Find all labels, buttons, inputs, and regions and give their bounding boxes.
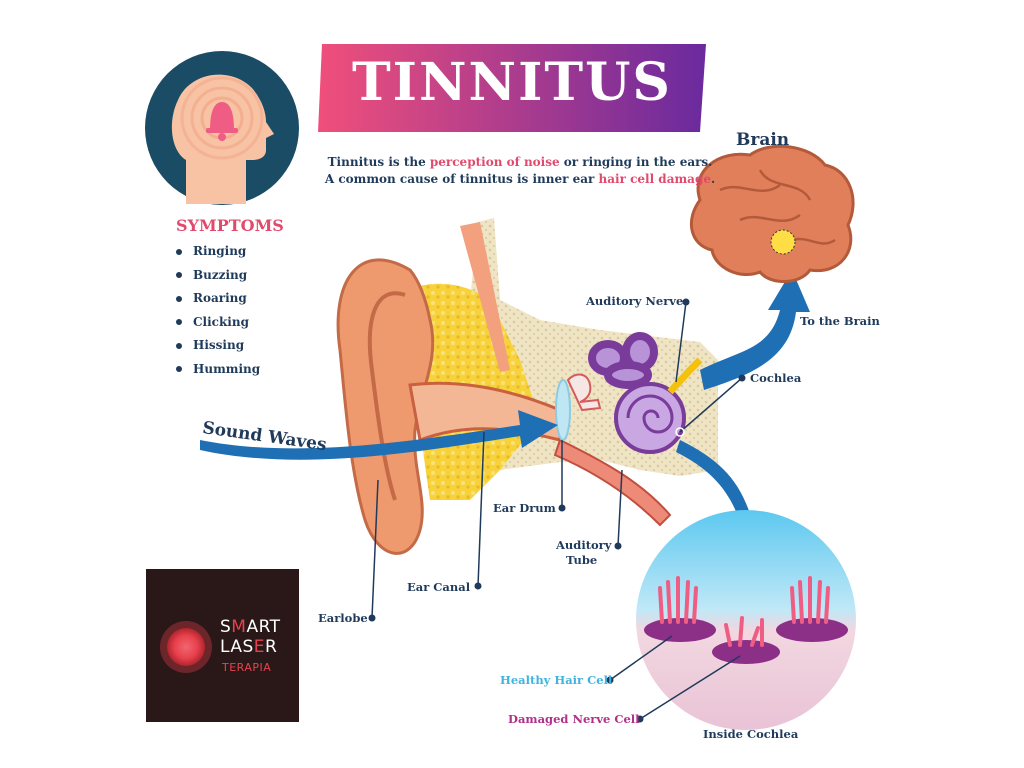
symptom-item: Buzzing	[176, 266, 260, 290]
intro-text: .	[710, 172, 716, 186]
auditory-tube-shape	[553, 438, 672, 527]
logo-mark-icon	[160, 621, 212, 673]
brain-illustration	[690, 144, 855, 283]
intro-text: or ringing in the ears.	[559, 155, 713, 169]
inside-cochlea-detail	[636, 510, 856, 730]
logo-text: LAS	[220, 637, 254, 657]
symptom-item: Clicking	[176, 313, 260, 337]
symptom-label: Buzzing	[193, 267, 248, 282]
logo-text: S	[220, 617, 232, 637]
symptoms-list: Ringing Buzzing Roaring Clicking Hissing…	[176, 242, 260, 383]
skin-layer	[460, 222, 510, 372]
symptom-item: Ringing	[176, 242, 260, 266]
auditory-tube-label-1: Auditory	[556, 538, 612, 552]
symptom-label: Clicking	[193, 314, 249, 329]
intro-highlight: hair cell damage	[598, 172, 711, 186]
title-banner	[318, 44, 706, 132]
intro-line-2: A common cause of tinnitus is inner ear …	[300, 172, 740, 186]
cochlea-label: Cochlea	[750, 371, 802, 385]
auditory-nerve-shape	[667, 357, 703, 395]
inside-cochlea-label: Inside Cochlea	[703, 727, 799, 741]
outer-ear	[336, 258, 435, 555]
symptom-label: Hissing	[193, 338, 245, 352]
ear-drum-label: Ear Drum	[493, 501, 556, 515]
smart-laser-logo: SMART LASER TERAPIA	[146, 569, 299, 722]
logo-line-1: SMART	[220, 617, 281, 637]
healthy-hair-cell-label: Healthy Hair Cell	[500, 673, 613, 687]
damaged-nerve-cell-label: Damaged Nerve Cell	[508, 712, 640, 726]
logo-text: E	[253, 637, 266, 657]
intro-line-1: Tinnitus is the perception of noise or r…	[300, 155, 740, 169]
logo-text: ART	[246, 617, 281, 637]
intro-text: A common cause of tinnitus is inner ear	[324, 172, 599, 186]
logo-line-2: LASER	[220, 637, 277, 657]
symptoms-heading: SYMPTOMS	[176, 216, 284, 235]
leader-lines	[371, 301, 743, 720]
brain-label: Brain	[736, 130, 790, 150]
symptom-item: Roaring	[176, 289, 260, 313]
leader-dots	[368, 298, 746, 723]
symptom-label: Humming	[193, 361, 261, 376]
to-the-brain-label: To the Brain	[800, 314, 880, 328]
auditory-tube-label-2: Tube	[566, 553, 598, 567]
ear-drum-shape	[555, 379, 571, 441]
logo-text: M	[231, 617, 247, 637]
auditory-nerve-label: Auditory Nerve	[586, 294, 684, 308]
page-title: TINNITUS	[351, 52, 672, 113]
to-brain-arrow	[700, 270, 810, 390]
inner-ear	[588, 332, 658, 389]
intro-text: Tinnitus is the	[327, 155, 430, 169]
ear-canal-label: Ear Canal	[407, 580, 471, 594]
head-ringing-icon	[145, 51, 299, 205]
earlobe-label: Earlobe	[318, 611, 368, 625]
symptom-item: Humming	[176, 360, 260, 384]
cochlea-shape	[614, 382, 686, 454]
logo-text: R	[265, 637, 278, 657]
symptom-item: Hissing	[176, 336, 260, 360]
sound-waves-arrow	[200, 410, 558, 460]
symptom-label: Roaring	[193, 291, 247, 305]
ossicles	[566, 373, 602, 412]
logo-line-3: TERAPIA	[222, 661, 272, 674]
intro-highlight: perception of noise	[429, 155, 560, 169]
symptom-label: Ringing	[193, 244, 247, 258]
